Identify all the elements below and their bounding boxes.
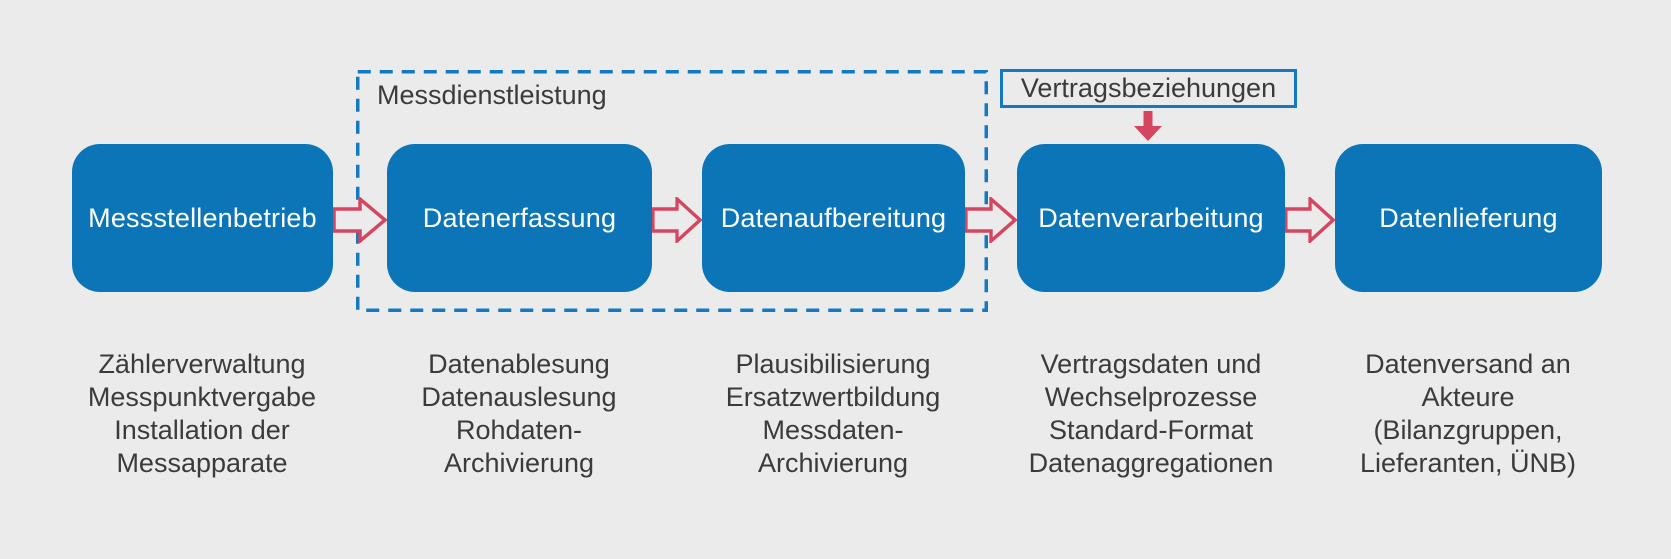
- stage-label: Messstellenbetrieb: [88, 202, 317, 233]
- flow-arrow-icon: [1285, 197, 1335, 243]
- stage-description-datenverarbeitung: Vertragsdaten und Wechselprozesse Standa…: [1028, 349, 1274, 478]
- vertragsbeziehungen-box: Vertragsbeziehungen: [1000, 69, 1297, 108]
- flow-arrow-icon: [965, 197, 1017, 243]
- stage-label: Datenlieferung: [1379, 202, 1558, 233]
- stage-box-datenlieferung: Datenlieferung: [1335, 144, 1602, 292]
- messdienstleistung-group-outline: [356, 70, 988, 312]
- stage-box-datenverarbeitung: Datenverarbeitung: [1017, 144, 1285, 292]
- messdienstleistung-group-label: Messdienstleistung: [377, 80, 607, 110]
- stage-box-datenaufbereitung: Datenaufbereitung: [702, 144, 965, 292]
- stage-label: Datenerfassung: [422, 202, 617, 233]
- stage-box-datenerfassung: Datenerfassung: [387, 144, 652, 292]
- stage-label: Datenverarbeitung: [1038, 202, 1264, 233]
- stage-label: Datenaufbereitung: [720, 202, 947, 233]
- stage-description-datenaufbereitung: Plausibilisierung Ersatzwertbildung Mess…: [725, 349, 941, 478]
- down-arrow-icon: [1134, 111, 1162, 141]
- stage-box-messstellenbetrieb: Messstellenbetrieb: [72, 144, 333, 292]
- vertragsbeziehungen-label: Vertragsbeziehungen: [1020, 73, 1277, 103]
- flow-arrow-icon: [652, 197, 702, 243]
- stage-description-datenlieferung: Datenversand an Akteure (Bilanzgruppen, …: [1359, 349, 1577, 478]
- stage-description-datenerfassung: Datenablesung Datenauslesung Rohdaten- A…: [421, 349, 617, 478]
- stage-description-messstellenbetrieb: Zählerverwaltung Messpunktvergabe Instal…: [87, 349, 317, 478]
- flow-arrow-icon: [333, 197, 387, 243]
